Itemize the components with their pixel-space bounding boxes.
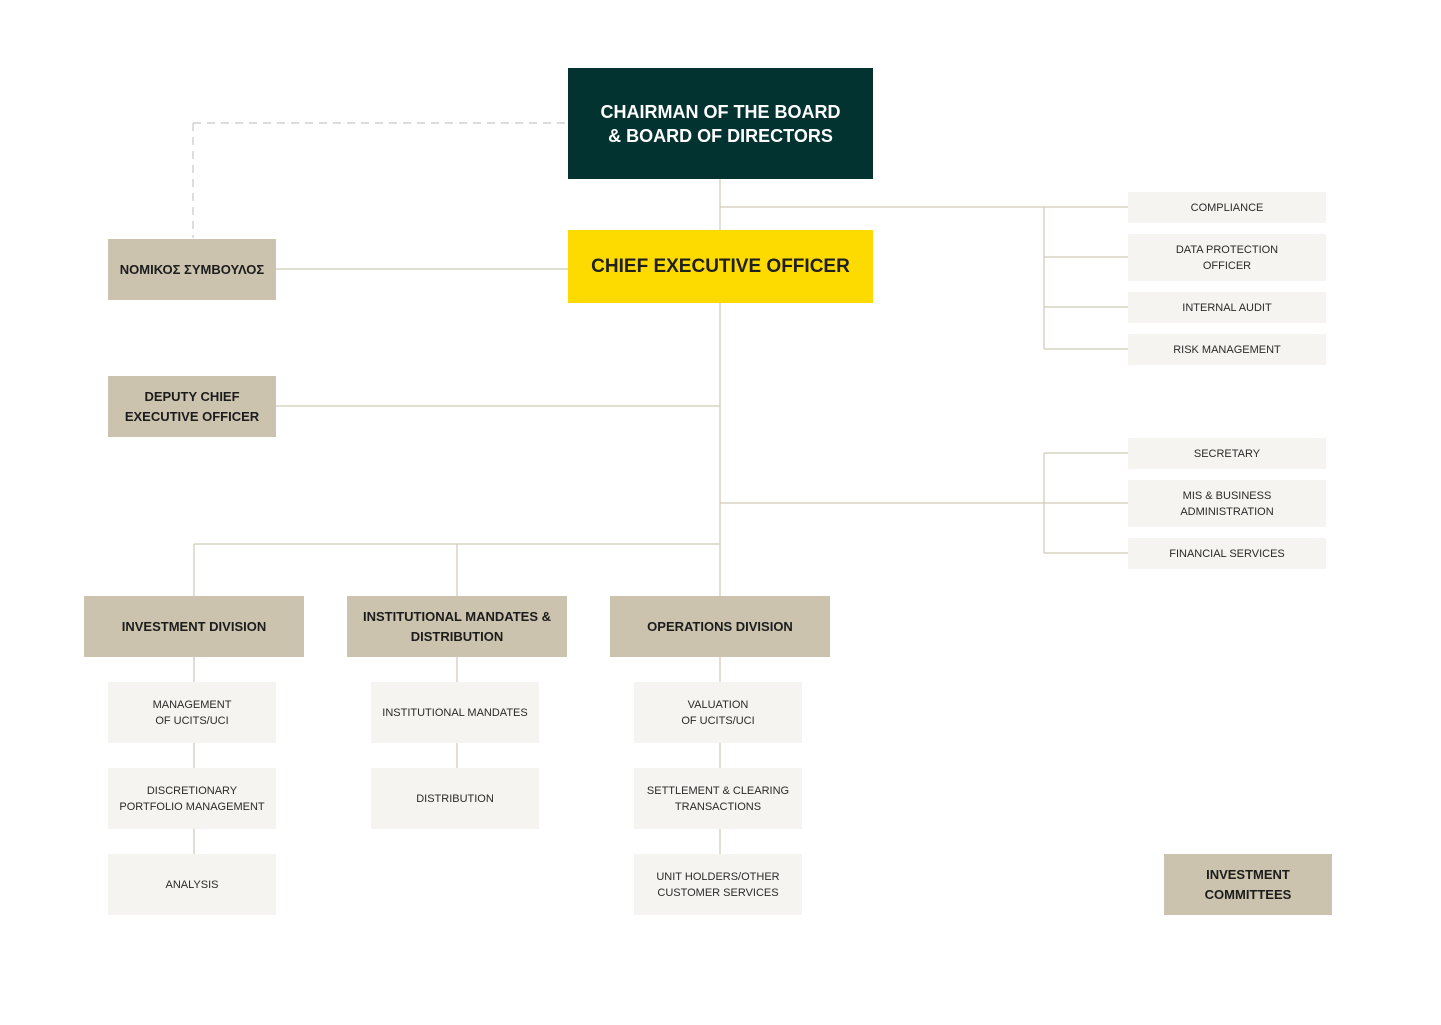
secretary-label: SECRETARY: [1193, 447, 1261, 460]
institutional-mandates-box: INSTITUTIONAL MANDATES: [371, 682, 539, 743]
operations-division-label: OPERATIONS DIVISION: [647, 618, 793, 634]
valuation-ucits-box: VALUATION OF UCITS/UCI: [634, 682, 802, 743]
valuation-ucits-label: VALUATION OF UCITS/UCI: [681, 698, 755, 727]
deputy-ceo-box: DEPUTY CHIEF EXECUTIVE OFFICER: [108, 376, 276, 437]
investment-division-label: INVESTMENT DIVISION: [121, 618, 267, 634]
data-protection-label: DATA PROTECTION OFFICER: [1175, 243, 1279, 272]
secretary-box: SECRETARY: [1128, 438, 1326, 469]
management-ucits-label: MANAGEMENT OF UCITS/UCI: [152, 698, 232, 727]
operations-division-box: OPERATIONS DIVISION: [610, 596, 830, 657]
risk-management-label: RISK MANAGEMENT: [1173, 343, 1281, 356]
analysis-box: ANALYSIS: [108, 854, 276, 915]
legal-advisor-box: ΝΟΜΙΚΟΣ ΣΥΜΒΟΥΛΟΣ: [108, 239, 276, 300]
analysis-label: ANALYSIS: [165, 878, 219, 891]
deputy-ceo-label: DEPUTY CHIEF EXECUTIVE OFFICER: [124, 388, 260, 424]
unit-holders-label: UNIT HOLDERS/OTHER CUSTOMER SERVICES: [656, 870, 780, 899]
investment-committees-box: INVESTMENT COMMITTEES: [1164, 854, 1332, 915]
investment-division-box: INVESTMENT DIVISION: [84, 596, 304, 657]
compliance-label: COMPLIANCE: [1190, 201, 1264, 214]
distribution-label: DISTRIBUTION: [416, 792, 494, 805]
institutional-mandates-division-box: INSTITUTIONAL MANDATES & DISTRIBUTION: [347, 596, 567, 657]
compliance-box: COMPLIANCE: [1128, 192, 1326, 223]
internal-audit-box: INTERNAL AUDIT: [1128, 292, 1326, 323]
financial-services-box: FINANCIAL SERVICES: [1128, 538, 1326, 569]
internal-audit-label: INTERNAL AUDIT: [1182, 301, 1272, 314]
settlement-clearing-label: SETTLEMENT & CLEARING TRANSACTIONS: [646, 784, 790, 813]
mis-business-box: MIS & BUSINESS ADMINISTRATION: [1128, 480, 1326, 527]
institutional-mandates-division-label: INSTITUTIONAL MANDATES & DISTRIBUTION: [362, 608, 551, 644]
data-protection-box: DATA PROTECTION OFFICER: [1128, 234, 1326, 281]
discretionary-portfolio-label: DISCRETIONARY PORTFOLIO MANAGEMENT: [119, 784, 265, 813]
distribution-box: DISTRIBUTION: [371, 768, 539, 829]
risk-management-box: RISK MANAGEMENT: [1128, 334, 1326, 365]
ceo-box: CHIEF EXECUTIVE OFFICER: [568, 230, 873, 303]
unit-holders-box: UNIT HOLDERS/OTHER CUSTOMER SERVICES: [634, 854, 802, 915]
mis-business-label: MIS & BUSINESS ADMINISTRATION: [1180, 489, 1274, 518]
ceo-label: CHIEF EXECUTIVE OFFICER: [591, 255, 850, 277]
institutional-mandates-label: INSTITUTIONAL MANDATES: [382, 706, 528, 719]
discretionary-portfolio-box: DISCRETIONARY PORTFOLIO MANAGEMENT: [108, 768, 276, 829]
financial-services-label: FINANCIAL SERVICES: [1169, 547, 1285, 560]
settlement-clearing-box: SETTLEMENT & CLEARING TRANSACTIONS: [634, 768, 802, 829]
legal-advisor-label: ΝΟΜΙΚΟΣ ΣΥΜΒΟΥΛΟΣ: [119, 261, 265, 277]
investment-committees-label: INVESTMENT COMMITTEES: [1204, 866, 1292, 902]
board-label: CHAIRMAN OF THE BOARD & BOARD OF DIRECTO…: [600, 101, 841, 146]
board-box: CHAIRMAN OF THE BOARD & BOARD OF DIRECTO…: [568, 68, 873, 179]
management-ucits-box: MANAGEMENT OF UCITS/UCI: [108, 682, 276, 743]
